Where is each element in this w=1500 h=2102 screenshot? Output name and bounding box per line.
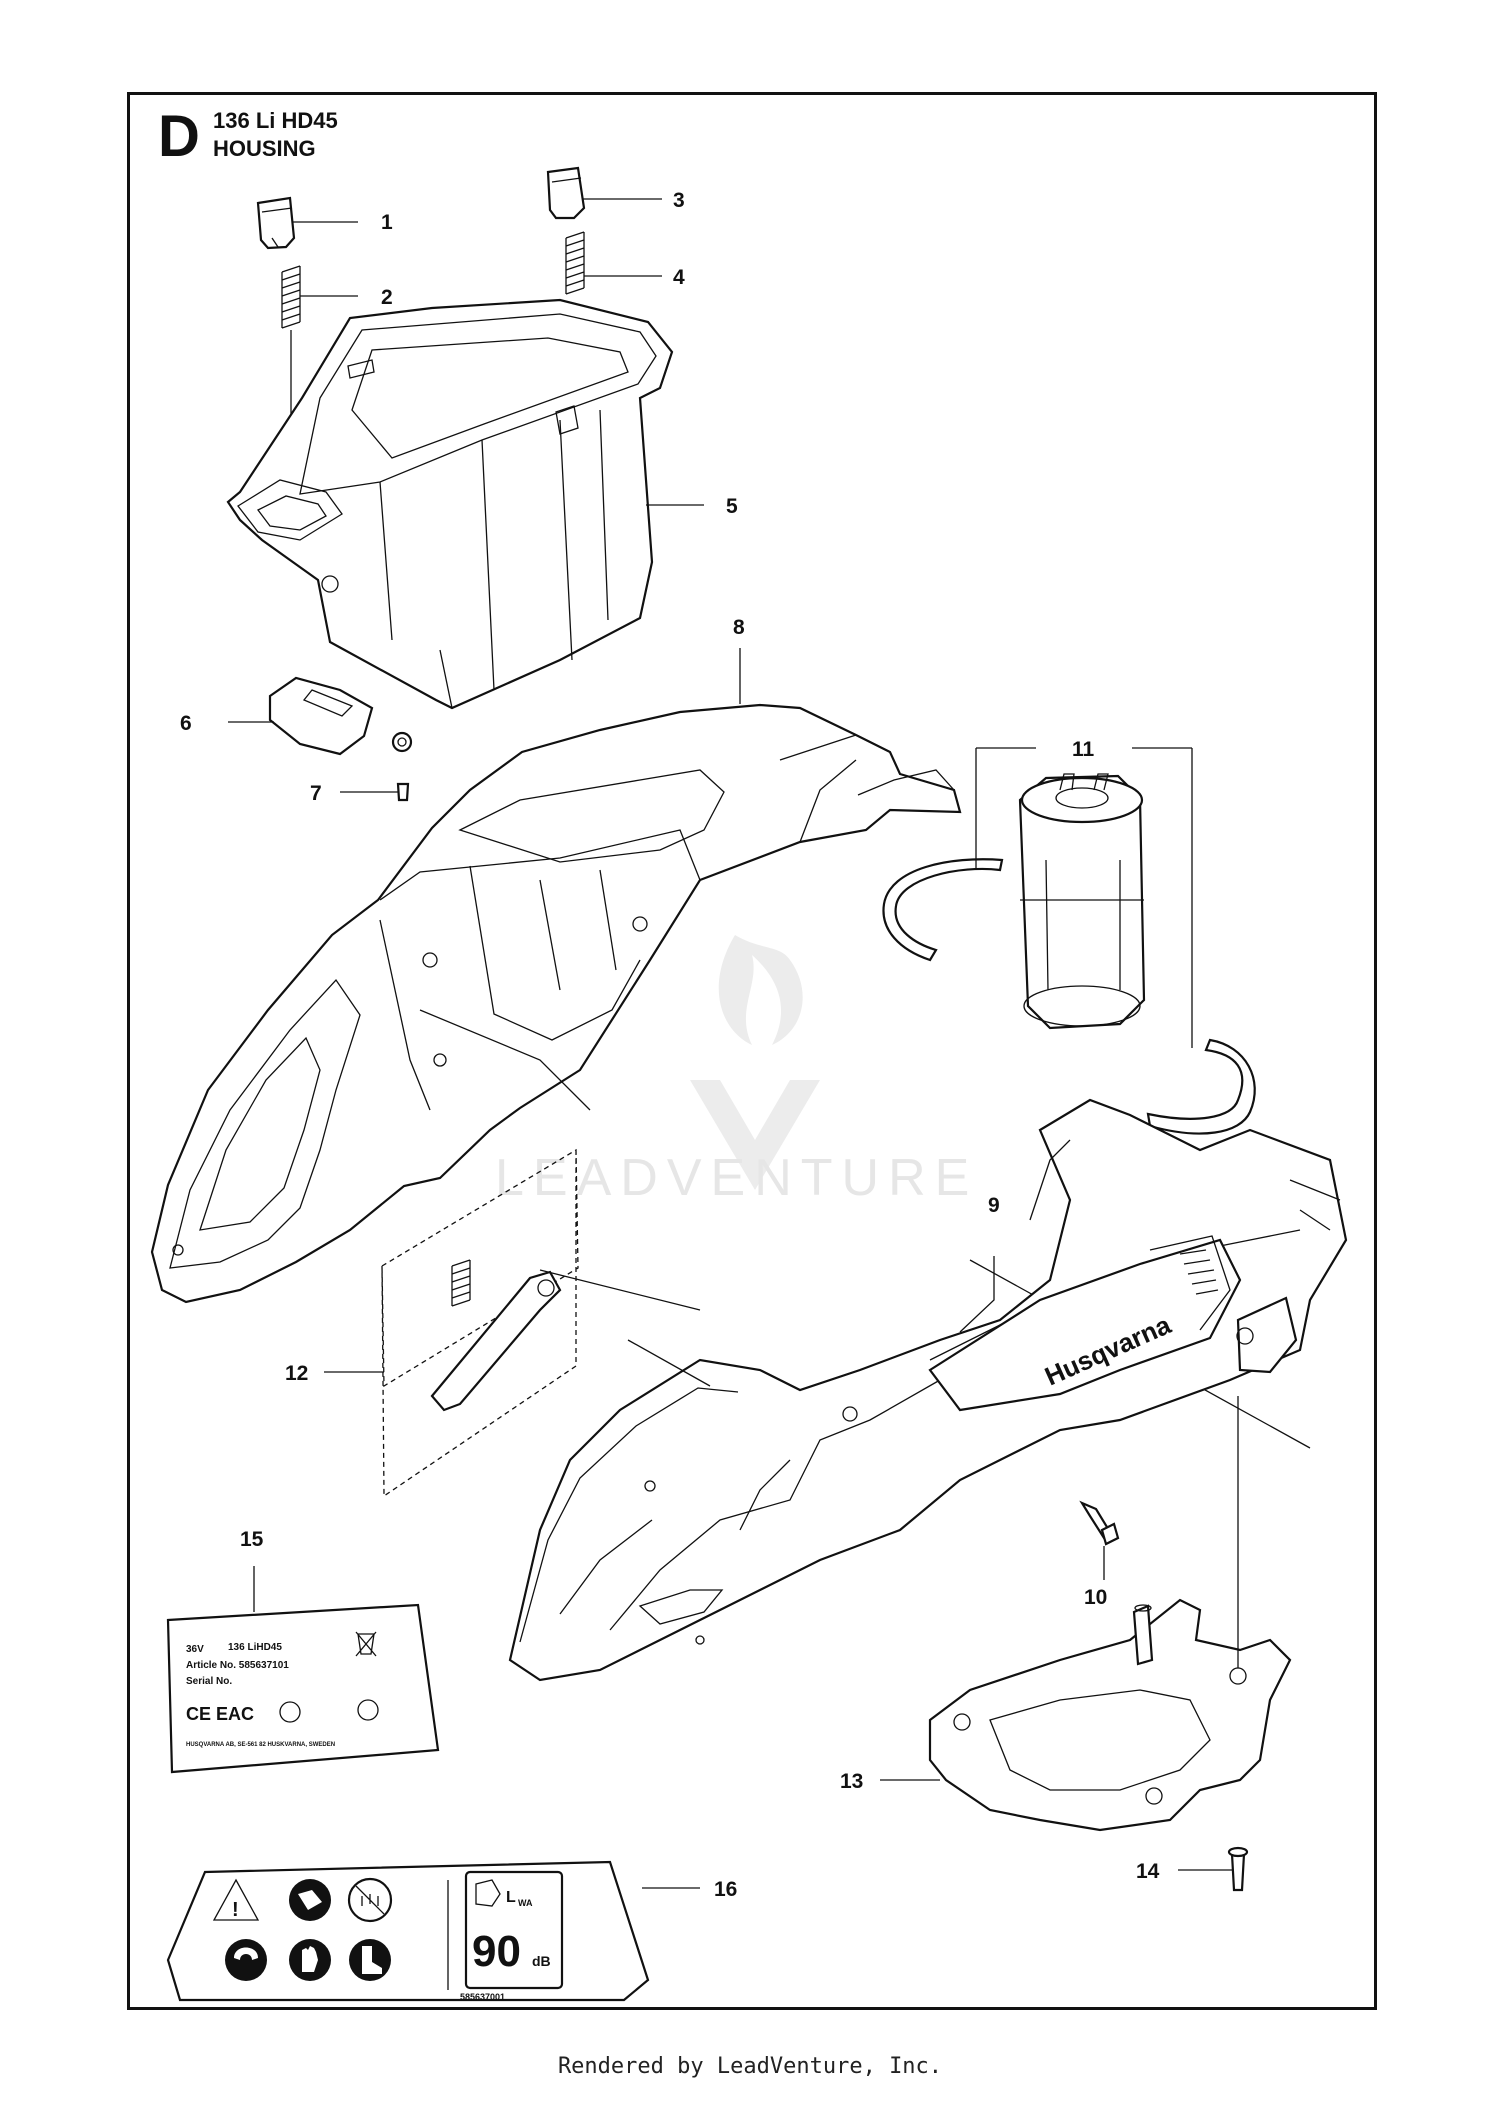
sound-power-unit: dB xyxy=(532,1953,551,1969)
callout-6: 6 xyxy=(180,712,192,735)
svg-text:!: ! xyxy=(232,1899,239,1921)
callout-1: 1 xyxy=(381,211,393,234)
callout-13: 13 xyxy=(840,1770,863,1793)
part-12-trigger[interactable] xyxy=(381,1148,579,1498)
sound-power-value: 90 xyxy=(472,1927,521,1976)
part-7-screw[interactable] xyxy=(391,731,413,802)
callout-9: 9 xyxy=(988,1194,1000,1217)
render-footer: Rendered by LeadVenture, Inc. xyxy=(557,2054,943,2079)
section-letter: D xyxy=(158,104,200,169)
part-5-battery-compartment[interactable] xyxy=(226,298,674,710)
sound-power-symbol: L xyxy=(506,1889,516,1906)
part-8-housing-half[interactable] xyxy=(150,703,962,1304)
part-10-screw[interactable] xyxy=(1079,1500,1120,1546)
diagram-frame xyxy=(127,92,1377,2010)
rating-marks: CE EAC xyxy=(186,1704,254,1724)
ear-eye-protection-icon xyxy=(225,1939,267,1981)
sound-power-icon xyxy=(475,1879,501,1907)
rating-voltage: 36V xyxy=(186,1644,204,1655)
part-9-housing-half[interactable]: Husqvarna xyxy=(508,1098,1348,1682)
part-15-rating-label[interactable]: 36V 136 LiHD45 Article No. 585637101 Ser… xyxy=(166,1603,440,1774)
sound-power-box xyxy=(464,1870,564,1990)
sound-power-subscript: WA xyxy=(518,1898,533,1908)
callout-7: 7 xyxy=(310,782,322,805)
part-4-spring[interactable] xyxy=(565,231,585,295)
section-title: HOUSING xyxy=(213,136,316,161)
model-name: 136 Li HD45 xyxy=(213,108,338,133)
certification-mark-icon xyxy=(279,1701,301,1723)
callout-12: 12 xyxy=(285,1362,308,1385)
callouts: 1 2 3 4 5 6 7 8 9 10 11 12 13 14 15 16 xyxy=(180,189,1160,1901)
callout-4: 4 xyxy=(673,266,685,289)
part-6-cover[interactable] xyxy=(268,676,374,756)
rating-article: Article No. 585637101 xyxy=(186,1660,289,1671)
callout-2: 2 xyxy=(381,286,393,309)
part-13-base-plate[interactable] xyxy=(928,1598,1292,1832)
callout-16: 16 xyxy=(714,1878,737,1901)
part-11-ring-right[interactable] xyxy=(1146,1038,1256,1135)
part-11-ring-left[interactable] xyxy=(882,858,1004,962)
leader-lines xyxy=(228,198,1232,1889)
callout-8: 8 xyxy=(733,616,745,639)
callout-5: 5 xyxy=(726,495,738,518)
part-16-warning-label[interactable]: ! L WA 90 dB 585637001 xyxy=(166,1860,650,2002)
warning-triangle-icon xyxy=(212,1878,260,1921)
callout-3: 3 xyxy=(673,189,685,212)
watermark-text: LEADVENTURE xyxy=(495,1149,978,1207)
watermark: LEADVENTURE xyxy=(495,935,978,1207)
warning-label-part-number: 585637001 xyxy=(460,1992,505,2002)
ul-mark-icon xyxy=(357,1699,379,1721)
rating-manufacturer: HUSQVARNA AB, SE-561 82 HUSKVARNA, SWEDE… xyxy=(186,1742,335,1748)
part-14-screw[interactable] xyxy=(1227,1846,1249,1892)
part-3-knob[interactable] xyxy=(546,166,586,220)
callout-11: 11 xyxy=(1072,738,1095,761)
callout-14: 14 xyxy=(1136,1860,1160,1883)
rating-model: 136 LiHD45 xyxy=(228,1642,282,1653)
callout-15: 15 xyxy=(240,1528,264,1551)
part-11-motor[interactable] xyxy=(1018,773,1146,1030)
weee-bin-icon xyxy=(355,1631,377,1657)
rating-serial: Serial No. xyxy=(186,1676,232,1687)
part-1-knob[interactable] xyxy=(256,196,296,250)
callout-10: 10 xyxy=(1084,1586,1107,1609)
